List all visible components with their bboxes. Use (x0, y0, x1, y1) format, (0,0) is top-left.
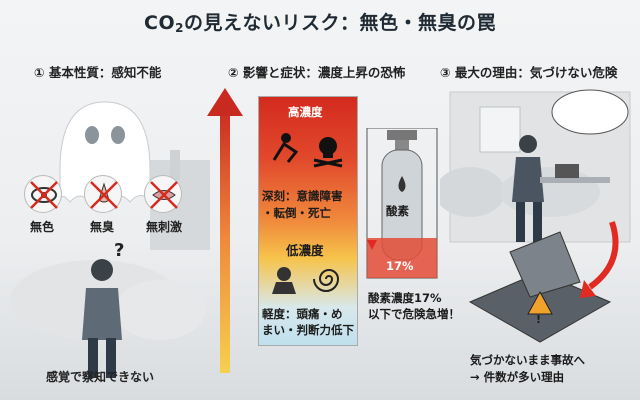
laptop-icon (555, 164, 579, 178)
headache-person-icon (272, 267, 296, 294)
spiral-icon (313, 269, 340, 292)
severe-line-2: ・転倒・死亡 (262, 206, 331, 220)
section-3-caption-2: → 件数が多い理由 (470, 370, 565, 384)
falling-person-icon (272, 133, 299, 163)
severe-line-1: 深刻：意識障害 (262, 189, 343, 203)
label-odorless: 無臭 (90, 220, 115, 234)
concentration-bar (258, 96, 358, 346)
title-co: CO (144, 12, 176, 34)
label-colorless: 無色 (30, 220, 55, 234)
label-low: 低濃度 (286, 243, 324, 258)
oxygen-percent: 17% (386, 259, 414, 273)
rising-arrow (207, 88, 243, 373)
red-curved-arrow (588, 221, 619, 290)
label-high: 高濃度 (288, 105, 323, 119)
tank-label: 酸素 (386, 204, 409, 218)
question-mark: ? (114, 240, 125, 261)
lips-crossed-icon (144, 175, 182, 213)
page-title: CO2の見えないリスク：無色・無臭の罠 (0, 8, 640, 35)
section-3-header: ③ 最大の理由：気づけない危険 (440, 65, 618, 80)
warning-sign-icon (527, 290, 553, 315)
section-1-caption: 感覚で察知できない (46, 370, 155, 384)
thought-bubble-icon (551, 89, 629, 135)
title-rest: の見えないリスク：無色・無臭の罠 (183, 12, 496, 34)
nose-crossed-icon (84, 175, 122, 213)
ghost-icon (59, 101, 151, 203)
mild-line-1: 軽度：頭痛・め (262, 307, 343, 321)
oxygen-tank-illustration (366, 128, 438, 279)
section-1-illustration (10, 101, 210, 378)
eye-crossed-icon (24, 175, 62, 213)
section-1-header: ① 基本性質：感知不能 (34, 65, 162, 80)
dizzy-icons (272, 267, 340, 294)
oxygen-note-2: 以下で危険急増！ (368, 307, 460, 321)
section-3-illustration (440, 89, 631, 343)
title-subscript: 2 (175, 21, 184, 35)
oxygen-note-1: 酸素濃度17% (368, 291, 442, 305)
drop-icon (398, 176, 406, 192)
confused-person-icon (82, 259, 122, 378)
section-3-caption-1: 気づかないまま事故へ (470, 353, 585, 367)
section-2-header: ② 影響と症状：濃度上昇の恐怖 (228, 65, 406, 80)
warning-mark: ! (536, 313, 542, 326)
working-person-icon (512, 135, 544, 242)
mild-line-2: まい・判断力低下 (262, 323, 354, 337)
fall-skull-icons (272, 133, 343, 168)
label-nonirritant: 無刺激 (146, 220, 183, 234)
skull-icon (313, 137, 343, 168)
